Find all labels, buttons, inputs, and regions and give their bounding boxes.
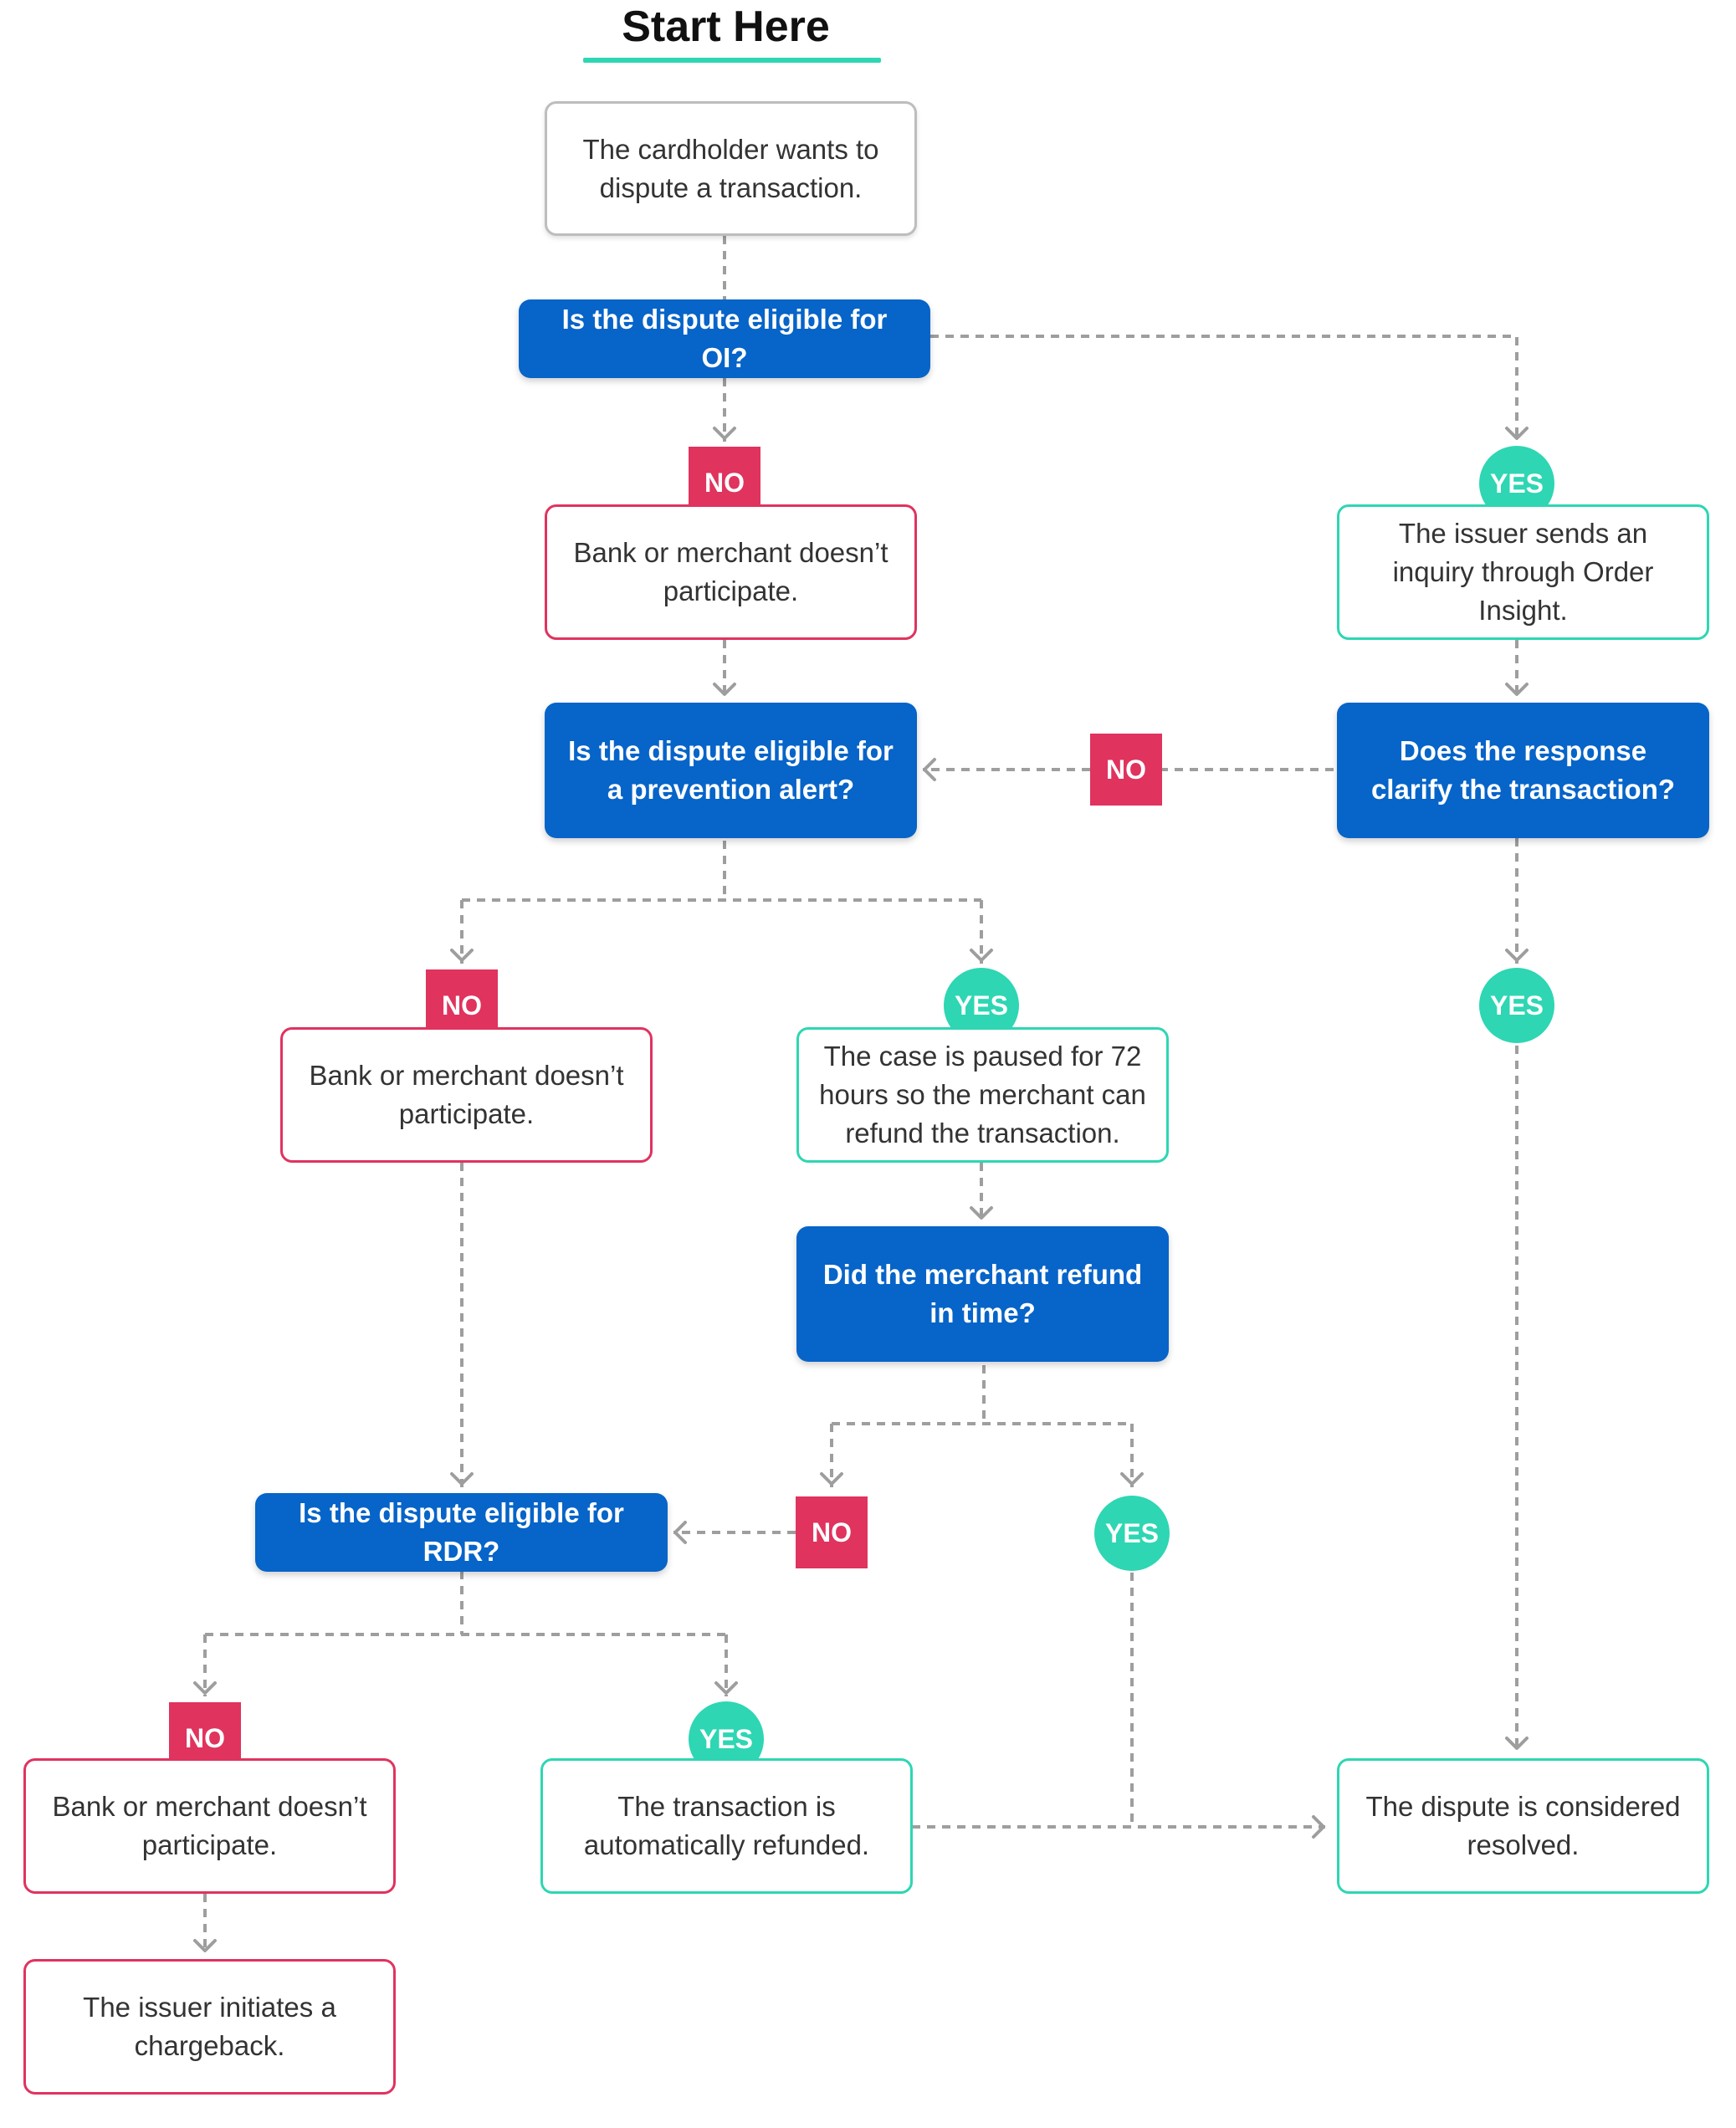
oi-no-result-box: Bank or merchant doesn’t participate. — [545, 504, 917, 640]
arrowhead — [970, 1206, 993, 1220]
arrowhead — [1505, 427, 1529, 440]
prevention-no-result-box: Bank or merchant doesn’t participate. — [280, 1027, 653, 1163]
title-underline — [583, 58, 881, 63]
arrowhead — [1505, 949, 1529, 962]
arrowhead — [923, 758, 936, 781]
arrowhead — [673, 1521, 687, 1544]
rdr-no-result-box: Bank or merchant doesn’t participate. — [23, 1758, 396, 1894]
question-rdr-eligible: Is the dispute eligible for RDR? — [255, 1493, 668, 1572]
yes-badge: YES — [1094, 1496, 1170, 1571]
no-badge: NO — [796, 1496, 868, 1568]
rdr-yes-result-box: The transaction is automatically refunde… — [540, 1758, 913, 1894]
yes-badge: YES — [1479, 968, 1554, 1043]
arrowhead — [193, 1939, 217, 1952]
start-box: The cardholder wants to dispute a transa… — [545, 101, 917, 236]
arrowhead — [714, 1681, 738, 1695]
page-title: Start Here — [622, 3, 830, 51]
arrowhead — [713, 427, 736, 440]
arrowhead — [820, 1472, 843, 1486]
connector-q-oi-to-yes — [930, 335, 1518, 442]
dispute-resolved-box: The dispute is considered resolved. — [1337, 1758, 1709, 1894]
connector-rdr-split — [203, 1571, 728, 1696]
arrowhead — [1312, 1815, 1325, 1839]
connector-refund-split — [830, 1365, 1134, 1487]
question-prevention-alert: Is the dispute eligible for a prevention… — [545, 703, 917, 838]
prevention-yes-result-box: The case is paused for 72 hours so the m… — [796, 1027, 1169, 1163]
arrowhead — [1120, 1472, 1144, 1486]
arrowhead — [1505, 683, 1529, 696]
no-badge: NO — [1090, 734, 1162, 806]
oi-yes-result-box: The issuer sends an inquiry through Orde… — [1337, 504, 1709, 640]
connector-prevention-split — [460, 841, 983, 964]
question-oi-eligible: Is the dispute eligible for OI? — [519, 299, 930, 378]
question-response-clarify: Does the response clarify the transactio… — [1337, 703, 1709, 838]
arrowhead — [1505, 1737, 1529, 1750]
arrowhead — [713, 683, 736, 696]
chargeback-box: The issuer initiates a chargeback. — [23, 1959, 396, 2095]
arrowhead — [450, 1472, 474, 1486]
arrowhead — [193, 1681, 217, 1695]
arrowhead — [970, 949, 993, 962]
question-refund-in-time: Did the merchant refund in time? — [796, 1226, 1169, 1362]
arrowhead — [450, 949, 474, 962]
